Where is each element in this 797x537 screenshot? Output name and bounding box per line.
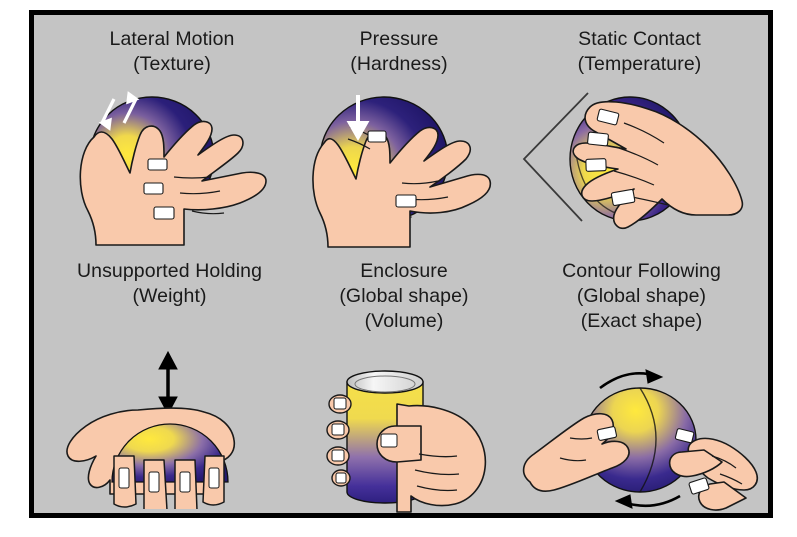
finger-details — [414, 453, 460, 492]
hand-illustration — [79, 120, 267, 246]
panel-unsupported-holding: Unsupported Holding (Weight) — [42, 259, 297, 509]
panel-unsupported-holding-subtitle-1: (Weight) — [132, 285, 207, 307]
sphere-object — [319, 96, 449, 222]
rotation-arrow-icon — [599, 369, 681, 509]
panel-pressure-subtitle-1: (Hardness) — [350, 53, 448, 75]
panel-lateral-motion: Lateral Motion (Texture) — [52, 27, 292, 252]
panel-lateral-motion-illustration — [52, 85, 292, 250]
exploratory-procedures-figure: Lateral Motion (Texture) — [29, 10, 773, 518]
cylinder-object — [346, 370, 424, 504]
fingernail — [367, 130, 417, 208]
panel-lateral-motion-subtitle-1: (Texture) — [133, 53, 211, 75]
panel-enclosure: Enclosure (Global shape) (Volume) — [289, 259, 519, 513]
panel-contour-following-illustration — [514, 364, 769, 514]
wrapped-fingers — [326, 394, 352, 487]
panel-enclosure-title: Enclosure — [360, 260, 448, 282]
panel-static-contact-subtitle-1: (Temperature) — [577, 53, 702, 75]
finger-details — [173, 176, 225, 215]
hand-illustration — [66, 407, 236, 495]
finger-details — [559, 437, 743, 485]
pressure-arrow-icon — [346, 95, 370, 142]
fingernail — [331, 397, 398, 484]
fingers-illustration — [113, 455, 225, 509]
leader-line — [522, 92, 589, 222]
panel-pressure: Pressure (Hardness) — [284, 27, 514, 252]
panel-static-contact-illustration — [512, 85, 767, 250]
panel-contour-following: Contour Following (Global shape) (Exact … — [514, 259, 769, 511]
hand-illustration — [312, 126, 492, 248]
fingernail — [585, 108, 636, 207]
panel-contour-following-caption: Contour Following (Global shape) (Exact … — [514, 259, 769, 334]
hand-illustration — [376, 403, 487, 513]
fingernail — [118, 467, 220, 493]
sphere-object — [111, 423, 229, 483]
lateral-motion-arrow-icon — [98, 91, 140, 131]
sphere-object — [583, 387, 697, 493]
panel-unsupported-holding-caption: Unsupported Holding (Weight) — [42, 259, 297, 309]
panel-enclosure-subtitle-2: (Volume) — [364, 310, 444, 332]
panel-unsupported-holding-title: Unsupported Holding — [76, 260, 263, 282]
sphere-object — [89, 96, 215, 218]
fingernail — [596, 426, 710, 495]
panel-enclosure-subtitle-1: (Global shape) — [339, 285, 469, 307]
panel-contour-following-subtitle-1: (Global shape) — [576, 285, 707, 307]
finger-details — [347, 126, 449, 201]
panel-static-contact: Static Contact (Temperature) — [512, 27, 767, 252]
panel-pressure-caption: Pressure (Hardness) — [284, 27, 514, 77]
panel-lateral-motion-caption: Lateral Motion (Texture) — [52, 27, 292, 77]
panel-contour-following-title: Contour Following — [562, 260, 721, 282]
panel-contour-following-subtitle-2: (Exact shape) — [580, 310, 703, 332]
finger-details — [613, 122, 669, 206]
panel-static-contact-title: Static Contact — [578, 28, 701, 50]
hand-illustration — [522, 412, 759, 511]
panel-enclosure-illustration — [289, 364, 519, 514]
weight-arrow-icon — [158, 350, 178, 416]
panel-static-contact-caption: Static Contact (Temperature) — [512, 27, 767, 77]
sphere-object — [569, 96, 691, 222]
fingernail — [143, 158, 175, 220]
panel-unsupported-holding-illustration — [42, 344, 297, 509]
panel-enclosure-caption: Enclosure (Global shape) (Volume) — [289, 259, 519, 334]
panel-lateral-motion-title: Lateral Motion — [109, 28, 235, 50]
panel-pressure-title: Pressure — [359, 28, 439, 50]
panel-pressure-illustration — [284, 85, 514, 250]
hand-illustration — [572, 100, 744, 230]
